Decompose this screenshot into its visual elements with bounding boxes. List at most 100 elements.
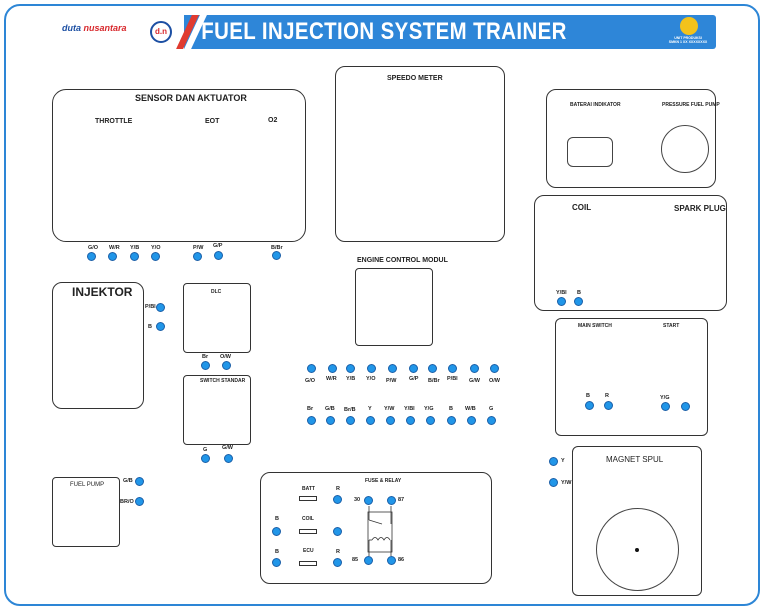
terminal-jack[interactable]	[366, 416, 375, 425]
rotor-center	[635, 548, 639, 552]
terminal-jack[interactable]	[307, 416, 316, 425]
battery-indicator-window	[567, 137, 613, 167]
terminal-jack[interactable]	[409, 364, 418, 373]
terminal-jack[interactable]	[326, 416, 335, 425]
page-title: FUEL INJECTION SYSTEM TRAINER	[201, 18, 567, 45]
terminal-jack[interactable]	[448, 364, 457, 373]
brand-badge-icon: d.n	[150, 21, 172, 43]
sensor-pin-label: G/P	[213, 243, 223, 249]
terminal-jack[interactable]	[549, 478, 558, 487]
ecu-fuse-icon	[299, 561, 317, 566]
terminal-jack[interactable]	[156, 322, 165, 331]
terminal-jack[interactable]	[364, 556, 373, 565]
coil-fuse-label: COIL	[302, 516, 314, 522]
terminal-jack[interactable]	[272, 527, 281, 536]
terminal-jack[interactable]	[328, 364, 337, 373]
terminal-jack[interactable]	[467, 416, 476, 425]
terminal-jack[interactable]	[87, 252, 96, 261]
terminal-jack[interactable]	[661, 402, 670, 411]
ecm-pin-label: G/B	[325, 406, 335, 412]
dlc-pin-label: O/W	[220, 354, 231, 360]
sensor-pin-label: Y/B	[130, 245, 140, 251]
coil-fuse-icon	[299, 529, 317, 534]
batt-fuse-label: BATT	[302, 486, 315, 492]
switch-panel	[555, 318, 708, 436]
throttle-label: THROTTLE	[95, 118, 133, 125]
terminal-jack[interactable]	[487, 416, 496, 425]
switch-pin-label: R	[605, 393, 609, 399]
terminal-jack[interactable]	[426, 416, 435, 425]
ecm-pin-label: Y/O	[366, 376, 376, 382]
terminal-jack[interactable]	[224, 454, 233, 463]
relay-symbol-icon	[367, 506, 393, 556]
ecm-pin-label: Br	[307, 406, 314, 412]
terminal-jack[interactable]	[585, 401, 594, 410]
terminal-jack[interactable]	[387, 496, 396, 505]
brand-logo: duta nusantara d.n	[52, 15, 184, 49]
ecm-pin-label: B	[449, 406, 453, 412]
terminal-jack[interactable]	[333, 495, 342, 504]
terminal-jack[interactable]	[346, 364, 355, 373]
terminal-jack[interactable]	[108, 252, 117, 261]
terminal-jack[interactable]	[272, 251, 281, 260]
terminal-jack[interactable]	[557, 297, 566, 306]
terminal-jack[interactable]	[386, 416, 395, 425]
terminal-jack[interactable]	[135, 497, 144, 506]
terminal-jack[interactable]	[130, 252, 139, 261]
terminal-jack[interactable]	[307, 364, 316, 373]
stander-panel	[183, 375, 251, 445]
terminal-jack[interactable]	[428, 364, 437, 373]
ecm-pin-label: G/P	[409, 376, 419, 382]
terminal-jack[interactable]	[490, 364, 499, 373]
terminal-jack[interactable]	[447, 416, 456, 425]
ecm-pin-label: G/W	[469, 378, 480, 384]
ecm-pin-label: W/B	[465, 406, 476, 412]
terminal-jack[interactable]	[387, 556, 396, 565]
ecm-pin-label: Y/G	[424, 406, 434, 412]
terminal-jack[interactable]	[156, 303, 165, 312]
fuel-pump-title: FUEL PUMP	[70, 482, 105, 488]
terminal-jack[interactable]	[151, 252, 160, 261]
terminal-jack[interactable]	[201, 361, 210, 370]
speedo-panel	[335, 66, 505, 242]
dlc-panel	[183, 283, 251, 353]
terminal-jack[interactable]	[214, 251, 223, 260]
terminal-jack[interactable]	[333, 558, 342, 567]
terminal-jack[interactable]	[549, 457, 558, 466]
terminal-jack[interactable]	[681, 402, 690, 411]
terminal-jack[interactable]	[367, 364, 376, 373]
ecm-pin-label: P/W	[386, 378, 397, 384]
terminal-jack[interactable]	[574, 297, 583, 306]
terminal-jack[interactable]	[272, 558, 281, 567]
terminal-jack[interactable]	[193, 252, 202, 261]
terminal-jack[interactable]	[388, 364, 397, 373]
relay-pin-label: 30	[354, 497, 361, 503]
eot-label: EOT	[205, 118, 220, 125]
fuse-pin-label: B	[275, 516, 279, 522]
sensor-panel	[52, 89, 306, 242]
ecm-title: ENGINE CONTROL MODUL	[357, 257, 448, 264]
terminal-jack[interactable]	[333, 527, 342, 536]
injektor-title: INJEKTOR	[72, 285, 133, 299]
header-banner: duta nusantara d.n FUEL INJECTION SYSTEM…	[52, 15, 716, 49]
terminal-jack[interactable]	[406, 416, 415, 425]
terminal-jack[interactable]	[201, 454, 210, 463]
terminal-jack[interactable]	[222, 361, 231, 370]
spark-plug-label: SPARK PLUG	[674, 204, 726, 213]
terminal-jack[interactable]	[135, 477, 144, 486]
stander-pin-label: G/W	[222, 445, 233, 451]
terminal-jack[interactable]	[604, 401, 613, 410]
fuse-pin-label: R	[336, 486, 340, 492]
ecm-pin-label: Y/Bl	[404, 406, 415, 412]
relay-pin-label: 86	[398, 557, 405, 563]
switch-pin-label: Y/G	[660, 395, 670, 401]
terminal-jack[interactable]	[346, 416, 355, 425]
brand-name: duta nusantara	[62, 23, 127, 33]
magnet-pin-label: Y/W	[561, 480, 572, 486]
terminal-jack[interactable]	[470, 364, 479, 373]
coil-pin-label: B	[577, 290, 581, 296]
terminal-jack[interactable]	[364, 496, 373, 505]
battery-indicator-label: BATERAI INDIKATOR	[570, 102, 621, 108]
stander-pin-label: G	[203, 447, 208, 453]
switch-pin-label: B	[586, 393, 590, 399]
